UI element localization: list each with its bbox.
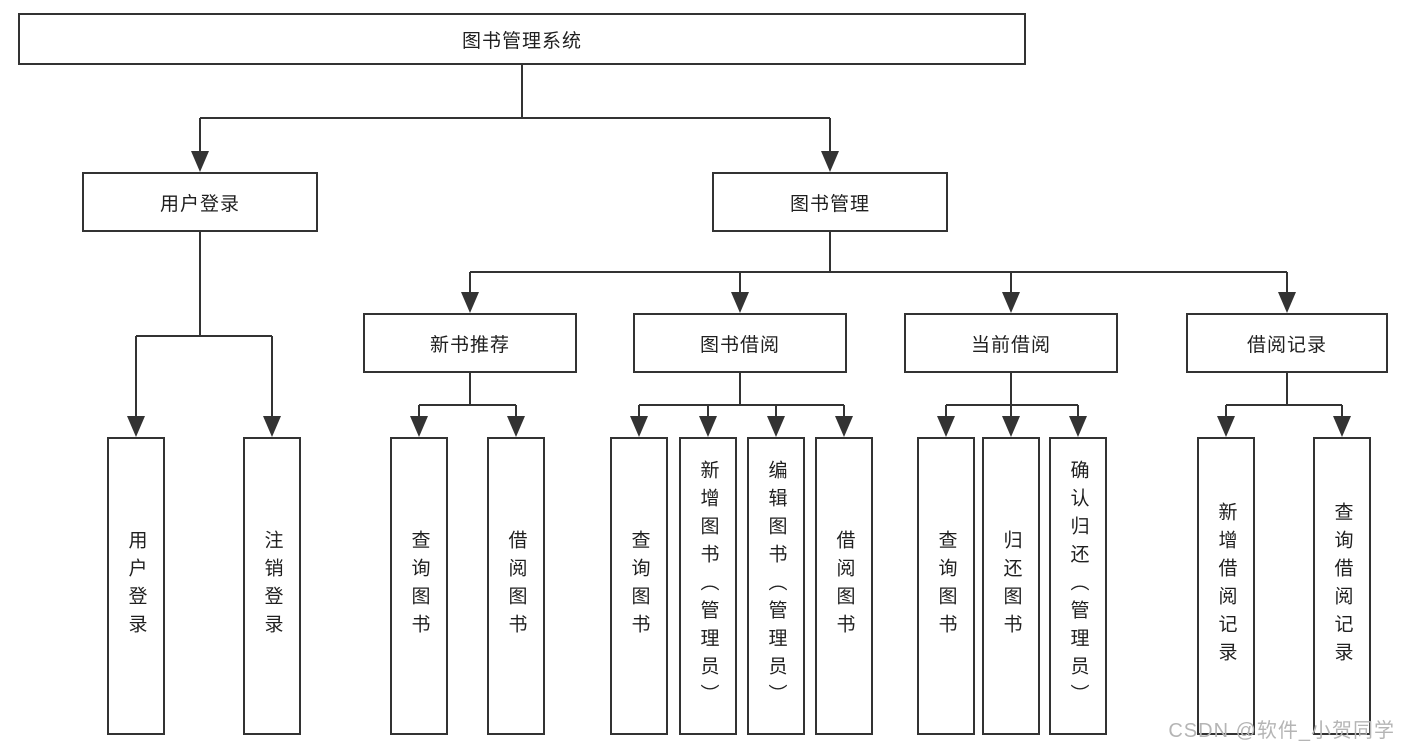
leaf-record-query-borrow-record: 查询借阅记录 [1313,437,1371,735]
node-borrow-records: 借阅记录 [1186,313,1388,373]
leaf-borrow-borrow-books: 借阅图书 [815,437,873,735]
leaf-borrow-edit-books-admin: 编辑图书（管理员） [747,437,805,735]
leaf-label: 借阅图书 [833,530,855,642]
node-label: 图书借阅 [699,334,780,356]
node-label: 新书推荐 [429,334,510,356]
node-label: 用户登录 [159,193,240,215]
node-label: 图书管理 [789,193,870,215]
leaf-label: 注销登录 [261,530,283,642]
node-label: 当前借阅 [970,334,1051,356]
leaf-record-add-borrow-record: 新增借阅记录 [1197,437,1255,735]
node-label: 借阅记录 [1246,334,1327,356]
leaf-current-return-books: 归还图书 [982,437,1040,735]
leaf-label: 用户登录 [125,530,147,642]
leaf-label: 查询借阅记录 [1331,502,1353,670]
leaf-current-confirm-return-admin: 确认归还（管理员） [1049,437,1107,735]
leaf-borrow-query-books: 查询图书 [610,437,668,735]
leaf-label: 查询图书 [408,530,430,642]
node-label: 图书管理系统 [461,30,582,52]
leaf-newrec-borrow-books: 借阅图书 [487,437,545,735]
arrowheads [127,151,1351,437]
leaf-label: 查询图书 [935,530,957,642]
leaf-current-query-books: 查询图书 [917,437,975,735]
leaf-logout: 注销登录 [243,437,301,735]
leaf-label: 编辑图书（管理员） [765,460,787,712]
leaf-user-login: 用户登录 [107,437,165,735]
node-current-borrow: 当前借阅 [904,313,1118,373]
tree-edges [135,65,1343,419]
leaf-borrow-add-books-admin: 新增图书（管理员） [679,437,737,735]
node-user-login: 用户登录 [82,172,318,232]
csdn-watermark: CSDN @软件_小贺同学 [1168,720,1395,742]
node-book-management: 图书管理 [712,172,948,232]
leaf-label: 归还图书 [1000,530,1022,642]
node-root-library-system: 图书管理系统 [18,13,1026,65]
leaf-label: 借阅图书 [505,530,527,642]
leaf-label: 新增图书（管理员） [697,460,719,712]
leaf-label: 查询图书 [628,530,650,642]
node-new-book-recommend: 新书推荐 [363,313,577,373]
leaf-label: 确认归还（管理员） [1067,460,1089,712]
leaf-label: 新增借阅记录 [1215,502,1237,670]
leaf-newrec-query-books: 查询图书 [390,437,448,735]
node-book-borrow: 图书借阅 [633,313,847,373]
